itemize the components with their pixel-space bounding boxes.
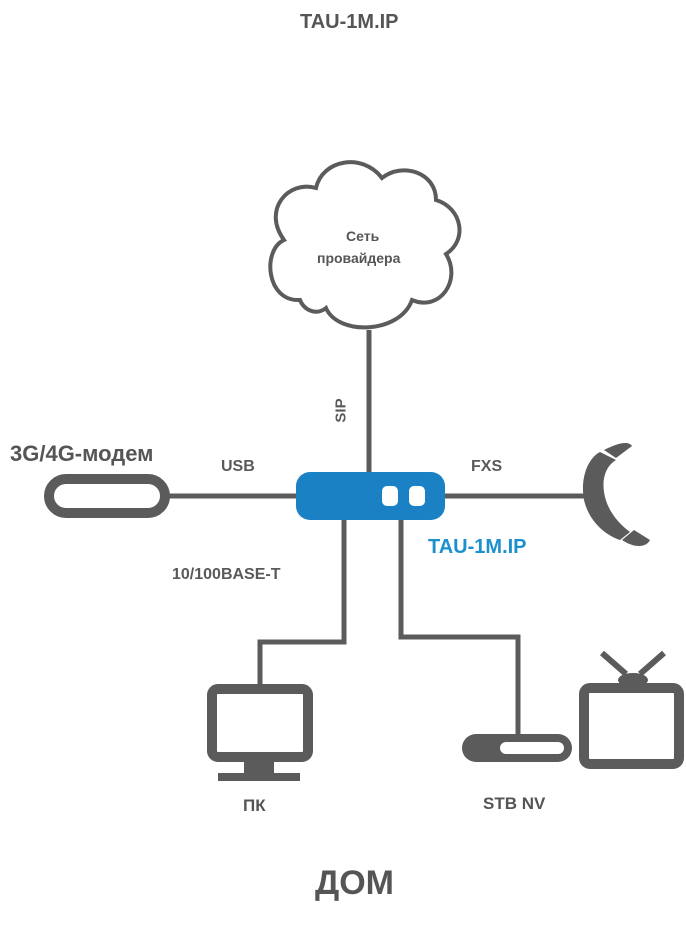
phone-icon — [582, 443, 650, 546]
device-label: TAU-1M.IP — [428, 536, 527, 558]
usb-label: USB — [221, 458, 255, 475]
pc-monitor-icon — [207, 684, 313, 781]
ethernet-label: 10/100BASE-T — [172, 566, 281, 583]
cloud-label-line2: провайдера — [317, 250, 401, 266]
stb-link — [398, 518, 521, 735]
stb-label: STB NV — [483, 794, 546, 813]
page-title: TAU-1M.IP — [300, 11, 399, 33]
sip-label: SIP — [332, 398, 350, 423]
tv-icon — [579, 650, 684, 769]
pc-link — [257, 518, 347, 684]
stb-box-icon — [462, 734, 572, 762]
usb-modem-icon — [44, 474, 170, 518]
router-icon — [296, 472, 445, 520]
footer-label: ДОМ — [315, 864, 394, 902]
pc-label: ПК — [243, 796, 266, 815]
cloud-icon — [268, 160, 462, 330]
fxs-label: FXS — [471, 458, 503, 475]
modem-label: 3G/4G-модем — [10, 441, 154, 466]
connection-lines — [165, 330, 590, 735]
cloud-label-line1: Сеть — [346, 228, 380, 244]
